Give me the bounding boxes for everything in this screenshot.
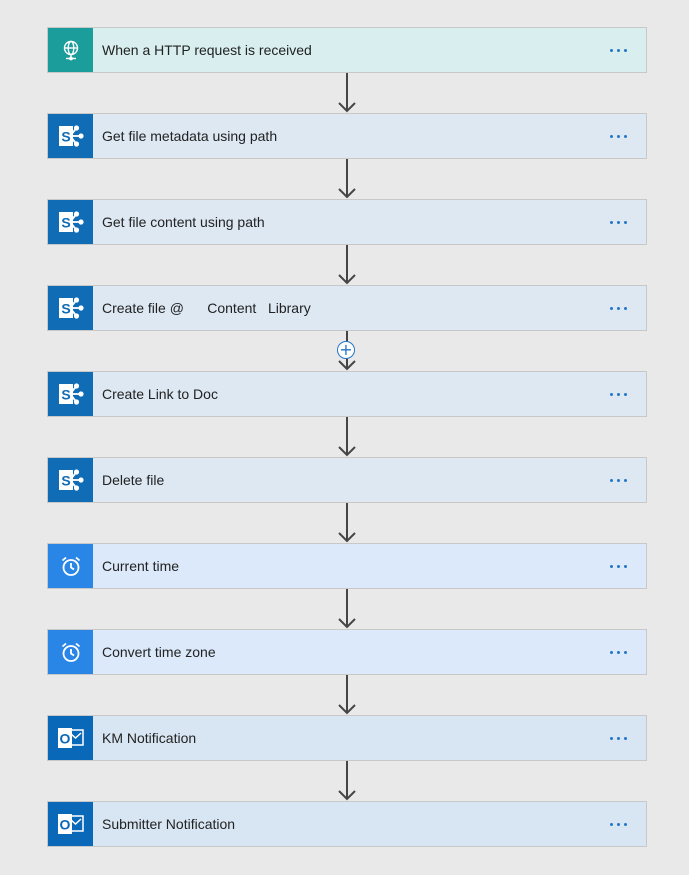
more-options-button[interactable] xyxy=(598,121,638,151)
ellipsis-dot-icon xyxy=(616,48,620,52)
more-options-button[interactable] xyxy=(598,35,638,65)
sharepoint-icon: S xyxy=(48,200,93,244)
flow-step-card[interactable]: When a HTTP request is received xyxy=(47,27,647,73)
flow-step-card[interactable]: S Delete file xyxy=(47,457,647,503)
ellipsis-dot-icon xyxy=(616,306,620,310)
ellipsis-dot-icon xyxy=(623,306,627,310)
more-options-button[interactable] xyxy=(598,809,638,839)
step-connector xyxy=(47,417,647,457)
ellipsis-dot-icon xyxy=(616,134,620,138)
flow-step-card[interactable]: S Create file @ Content Library xyxy=(47,285,647,331)
down-arrow-icon xyxy=(338,73,356,113)
flow-step-card[interactable]: Convert time zone xyxy=(47,629,647,675)
down-arrow-icon xyxy=(338,675,356,715)
down-arrow-icon xyxy=(338,589,356,629)
ellipsis-dot-icon xyxy=(616,564,620,568)
step-connector xyxy=(47,159,647,199)
ellipsis-dot-icon xyxy=(623,736,627,740)
more-options-button[interactable] xyxy=(598,637,638,667)
flow-step-card[interactable]: S Get file content using path xyxy=(47,199,647,245)
svg-text:S: S xyxy=(61,387,70,403)
step-title: Create file @ Content Library xyxy=(102,300,311,316)
step-connector xyxy=(47,245,647,285)
step-connector xyxy=(47,73,647,113)
svg-text:O: O xyxy=(59,817,70,833)
ellipsis-dot-icon xyxy=(623,822,627,826)
add-step-button[interactable]: + xyxy=(337,341,355,359)
more-options-button[interactable] xyxy=(598,379,638,409)
step-connector: + xyxy=(47,331,647,371)
step-title: Delete file xyxy=(102,472,165,488)
step-connector xyxy=(47,503,647,543)
ellipsis-dot-icon xyxy=(616,220,620,224)
step-title: Get file metadata using path xyxy=(102,128,278,144)
more-options-button[interactable] xyxy=(598,207,638,237)
step-connector xyxy=(47,761,647,801)
step-title: Create Link to Doc xyxy=(102,386,218,402)
flow-step-card[interactable]: S Get file metadata using path xyxy=(47,113,647,159)
ellipsis-dot-icon xyxy=(609,564,613,568)
more-options-button[interactable] xyxy=(598,293,638,323)
ellipsis-dot-icon xyxy=(623,478,627,482)
more-options-button[interactable] xyxy=(598,723,638,753)
ellipsis-dot-icon xyxy=(609,822,613,826)
ellipsis-dot-icon xyxy=(609,48,613,52)
sharepoint-icon: S xyxy=(48,458,93,502)
more-options-button[interactable] xyxy=(598,465,638,495)
outlook-icon: O xyxy=(48,716,93,760)
flow-step-card[interactable]: O KM Notification xyxy=(47,715,647,761)
step-title: When a HTTP request is received xyxy=(102,42,312,58)
ellipsis-dot-icon xyxy=(616,822,620,826)
more-options-button[interactable] xyxy=(598,551,638,581)
ellipsis-dot-icon xyxy=(623,564,627,568)
down-arrow-icon xyxy=(338,417,356,457)
ellipsis-dot-icon xyxy=(609,478,613,482)
alarm-clock-icon xyxy=(48,544,93,588)
svg-text:S: S xyxy=(61,473,70,489)
step-connector xyxy=(47,589,647,629)
step-title: KM Notification xyxy=(102,730,197,746)
step-title: Convert time zone xyxy=(102,644,216,660)
ellipsis-dot-icon xyxy=(609,392,613,396)
sharepoint-icon: S xyxy=(48,114,93,158)
step-connector xyxy=(47,675,647,715)
ellipsis-dot-icon xyxy=(616,736,620,740)
flow-step-card[interactable]: Current time xyxy=(47,543,647,589)
ellipsis-dot-icon xyxy=(616,478,620,482)
ellipsis-dot-icon xyxy=(623,134,627,138)
down-arrow-icon xyxy=(338,245,356,285)
step-title: Current time xyxy=(102,558,180,574)
sharepoint-icon: S xyxy=(48,286,93,330)
ellipsis-dot-icon xyxy=(623,650,627,654)
http-request-icon xyxy=(48,28,93,72)
alarm-clock-icon xyxy=(48,630,93,674)
down-arrow-icon xyxy=(338,159,356,199)
svg-text:S: S xyxy=(61,301,70,317)
ellipsis-dot-icon xyxy=(623,220,627,224)
flow-step-card[interactable]: S Create Link to Doc xyxy=(47,371,647,417)
step-title: Get file content using path xyxy=(102,214,265,230)
ellipsis-dot-icon xyxy=(616,650,620,654)
outlook-icon: O xyxy=(48,802,93,846)
svg-text:O: O xyxy=(59,731,70,747)
ellipsis-dot-icon xyxy=(616,392,620,396)
step-title: Submitter Notification xyxy=(102,816,236,832)
ellipsis-dot-icon xyxy=(609,736,613,740)
sharepoint-icon: S xyxy=(48,372,93,416)
down-arrow-icon xyxy=(338,503,356,543)
ellipsis-dot-icon xyxy=(609,220,613,224)
ellipsis-dot-icon xyxy=(609,306,613,310)
ellipsis-dot-icon xyxy=(623,48,627,52)
flow-step-card[interactable]: O Submitter Notification xyxy=(47,801,647,847)
ellipsis-dot-icon xyxy=(623,392,627,396)
ellipsis-dot-icon xyxy=(609,650,613,654)
down-arrow-icon xyxy=(338,761,356,801)
svg-text:S: S xyxy=(61,215,70,231)
ellipsis-dot-icon xyxy=(609,134,613,138)
svg-text:S: S xyxy=(61,129,70,145)
